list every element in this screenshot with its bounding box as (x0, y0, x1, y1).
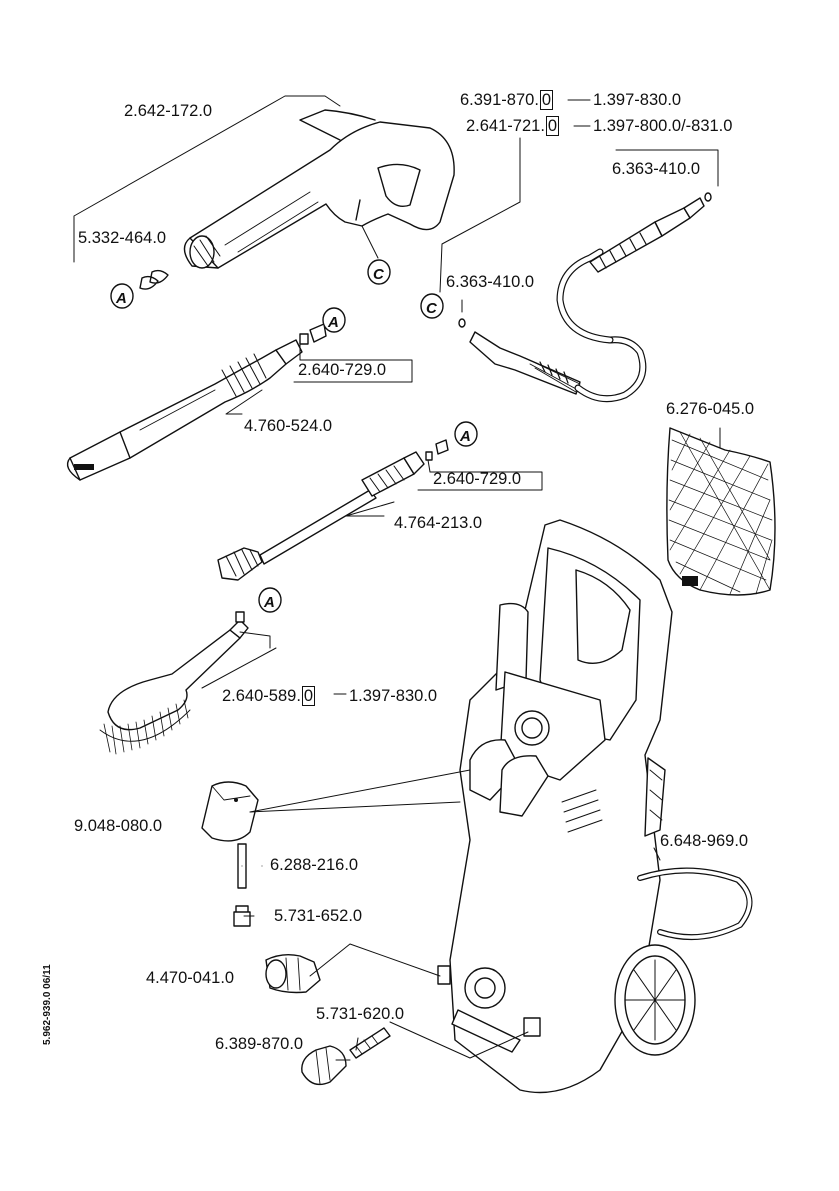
label-coupling: 4.470-041.0 (146, 969, 235, 987)
callout-markers: A C C A A A (110, 259, 478, 613)
marker-a-brush: A (258, 587, 282, 613)
label-brush-pn-alt: 1.397-830.0 (349, 687, 438, 705)
label-hose2-pn-box: 0 (545, 116, 560, 136)
label-brush-row: 2.640-589.0 (222, 686, 316, 706)
pressure-washer-body-drawing (437, 519, 753, 1094)
label-detergent-cap: 9.048-080.0 (74, 817, 163, 835)
svg-text:A: A (115, 290, 127, 307)
label-gun-part: 5.332-464.0 (78, 229, 167, 247)
label-pin: 6.288-216.0 (270, 856, 359, 874)
svg-text:C: C (426, 300, 438, 317)
marker-c-gun: C (367, 259, 391, 285)
label-brush-pn: 2.640-589. (222, 687, 301, 705)
label-trigger-gun: 2.642-172.0 (124, 102, 213, 120)
svg-text:A: A (459, 428, 471, 445)
marker-a-gun: A (110, 283, 134, 309)
label-hose2-row: 2.641-721.0 (466, 116, 560, 136)
label-hose-pn-alt: 1.397-830.0 (593, 91, 682, 109)
wash-brush-drawing (99, 611, 249, 755)
label-hose2-pn-alt: 1.397-800.0/-831.0 (593, 117, 733, 135)
label-hose2-pn: 2.641-721. (466, 117, 545, 135)
label-hose-row: 6.391-870.0 (460, 90, 554, 110)
marker-c-hose: C (420, 293, 444, 319)
label-lance-adapter-2: 2.640-729.0 (433, 470, 522, 488)
trigger-gun-drawing (139, 109, 455, 290)
svg-text:A: A (327, 314, 339, 331)
leader-lines (73, 95, 721, 1061)
label-inlet-coupling: 6.389-870.0 (215, 1035, 304, 1053)
label-hose-reel: 6.648-969.0 (660, 832, 749, 850)
label-oring-top: 6.363-410.0 (612, 160, 701, 178)
label-hose-pn-box: 0 (539, 90, 554, 110)
dirtblaster-lance-drawing (217, 439, 449, 581)
marker-a-vario: A (322, 307, 346, 333)
document-code: 5.962-939.0 06/11 (42, 964, 53, 1045)
label-screw: 5.731-620.0 (316, 1005, 405, 1023)
label-dirtblaster: 4.764-213.0 (394, 514, 483, 532)
label-brush-pn-box: 0 (301, 686, 316, 706)
label-lance-adapter-1: 2.640-729.0 (298, 361, 387, 379)
label-oring-mid: 6.363-410.0 (446, 273, 535, 291)
label-vario-lance: 4.760-524.0 (244, 417, 333, 435)
filter-net-drawing (666, 427, 776, 596)
label-hose-pn: 6.391-870. (460, 91, 539, 109)
marker-a-dirtblaster: A (454, 421, 478, 447)
label-stud-small: 5.731-652.0 (274, 907, 363, 925)
high-pressure-hose-drawing (458, 192, 712, 403)
vario-lance-drawing (66, 323, 327, 481)
svg-text:C: C (373, 266, 385, 283)
svg-text:A: A (263, 594, 275, 611)
label-filter: 6.276-045.0 (666, 400, 755, 418)
